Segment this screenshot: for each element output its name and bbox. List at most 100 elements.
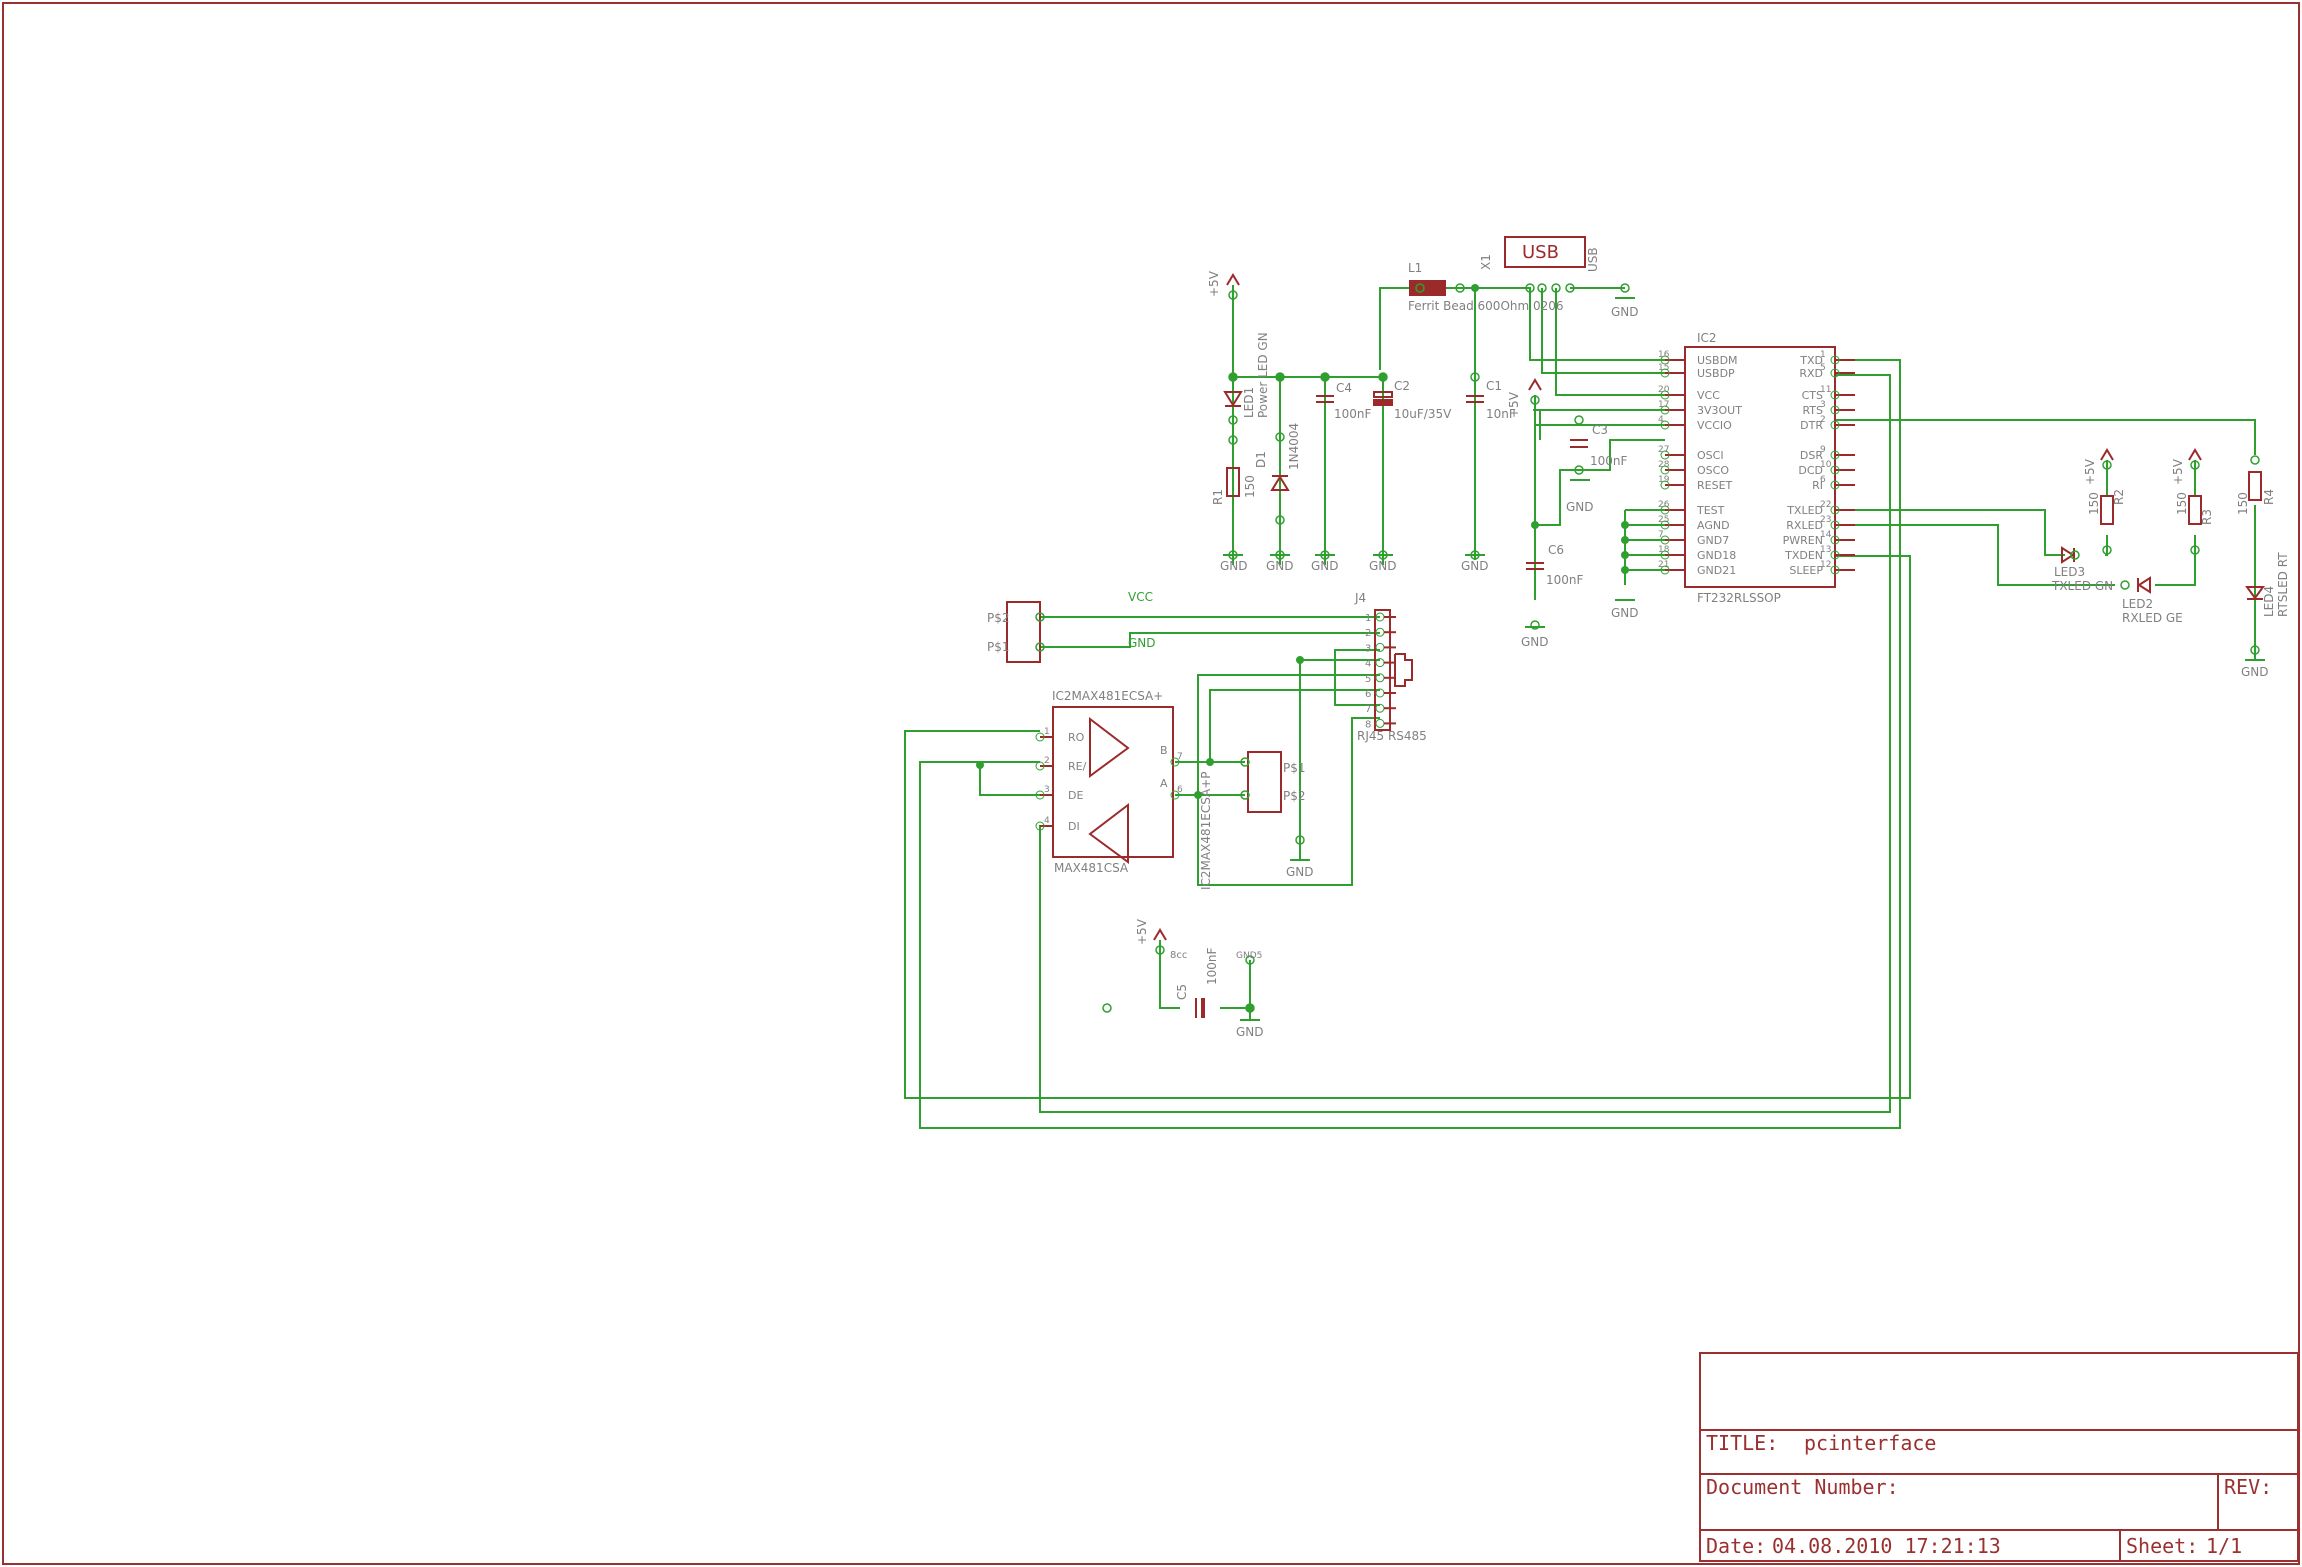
ic2-pin-number: 2 [1820,415,1826,425]
pin-circle [1530,620,1540,630]
ic2-pin-osco: OSCO [1697,464,1729,477]
j4-pin-number: 7 [1365,704,1371,715]
ic2-pin-number: 13 [1820,545,1831,555]
r4-value: 150 [2236,492,2250,515]
date-label: Date: [1706,1534,1766,1558]
r1-value: 150 [1243,475,1257,498]
max481-value: MAX481CSA [1054,861,1129,875]
pin-circle [1830,355,1840,365]
ic2-pin-number: 14 [1820,530,1832,540]
pin-circle [1035,612,1045,622]
led3-ref: LED3 [2054,565,2085,579]
pin-circle [1830,565,1840,575]
ic2-pin-osci: OSCI [1697,449,1724,462]
supply-5v-c5: +5V [1135,918,1149,945]
pin-circle [1170,757,1180,767]
rs485-connector-ps2: P$2 [1283,789,1306,803]
max481-pin-number: 3 [1044,785,1050,795]
pin-circle [1470,550,1480,560]
pin-circle [1574,465,1584,475]
ic2-pin-sleep: SLEEP [1789,564,1823,577]
led1-ref: LED1 [1242,387,1256,418]
usb-value: USB [1586,247,1600,272]
pin-circle [1035,790,1045,800]
led3-value: TXLED GN [2051,579,2113,593]
pin-circle [1830,520,1840,530]
ic2-pin-test: TEST [1696,504,1725,517]
ic2-pin-rts: RTS [1802,404,1823,417]
c6-ref: C6 [1548,543,1564,557]
pin-circle [1660,355,1670,365]
pin-circle [1375,718,1385,728]
pin-circle [1660,520,1670,530]
ic2-pin-cts: CTS [1802,389,1823,402]
pin-circle [1660,450,1670,460]
ic2-pin-number: 23 [1820,515,1831,525]
gnd-label-11: GND [1286,865,1314,879]
pin-circle [1320,550,1330,560]
c1-ref: C1 [1486,379,1502,393]
gnd-label-2: GND [1266,559,1294,573]
max481-pin-b: B [1160,744,1168,757]
led2-symbol [2137,576,2151,594]
ic2-pin-agnd: AGND [1697,519,1730,532]
ic2-pin-number: 18 [1658,545,1670,555]
c5-value: 100nF [1205,947,1219,985]
pin-circle [1470,372,1480,382]
max481-pin-number: 1 [1044,727,1050,737]
pin-circle [1551,283,1561,293]
ic2-pin-number: 21 [1658,560,1669,570]
led1-value: Power LED GN [1256,332,1270,418]
supply-arrows [1153,273,2202,941]
max481-pin-a: A [1160,777,1168,790]
gnd-net-label: GND [1128,636,1156,650]
ic2-pin-number: 3 [1820,400,1826,410]
j4-jack-body [1374,609,1391,731]
pin-circle [1830,390,1840,400]
sheet-label: Sheet: [2126,1534,2198,1558]
pin-circle [1620,283,1630,293]
d1-value: 1N4004 [1287,423,1301,470]
j4-pin-number: 1 [1365,613,1371,624]
max481-pin-di: DI [1068,820,1080,833]
j4-ref: J4 [1354,591,1366,605]
pin-circle [1537,283,1547,293]
led2-value: RXLED GE [2122,611,2183,625]
pin-circle [1574,415,1584,425]
c4-ref: C4 [1336,381,1352,395]
ic2-value: FT232RLSSOP [1697,591,1781,605]
ic2-pin-number: 7 [1658,530,1664,540]
pin-circle [1830,480,1840,490]
ic2-pin-number: 28 [1658,460,1670,470]
c6-value: 100nF [1546,573,1584,587]
pin-circle [1035,761,1045,771]
led3-symbol [2061,546,2075,564]
ic2-pin-txden: TXDEN [1784,549,1823,562]
max481-pin-number: 7 [1177,752,1183,762]
ic2-pin-reset: RESET [1697,479,1733,492]
ic2-pin-number: 19 [1658,475,1670,485]
j4-pin-number: 8 [1365,719,1371,730]
c3-ref: C3 [1592,423,1608,437]
pin-circle [1035,821,1045,831]
pin-circle [1228,415,1238,425]
title-value: pcinterface [1804,1431,1936,1455]
max481-pin-number: 2 [1044,756,1050,766]
pin-circle [1830,465,1840,475]
d1-symbol [1270,475,1290,491]
pin-circle [1660,550,1670,560]
pin-circle [1830,535,1840,545]
j4-pin-number: 4 [1365,659,1371,670]
title-label: TITLE: [1706,1431,1778,1455]
r2-value: 150 [2087,492,2101,515]
supply-5v-r2: +5V [2083,458,2097,485]
ferrite-value: Ferrit Bead 600Ohm 0206 [1408,299,1564,313]
gnd-label-9: GND [1611,305,1639,319]
ic2-pin-dtr: DTR [1800,419,1823,432]
pin-circles [1035,283,2260,1013]
pin-circle [1275,550,1285,560]
title-block [1699,1352,2299,1562]
pin-circle [1228,435,1238,445]
c2-ref: C2 [1394,379,1410,393]
